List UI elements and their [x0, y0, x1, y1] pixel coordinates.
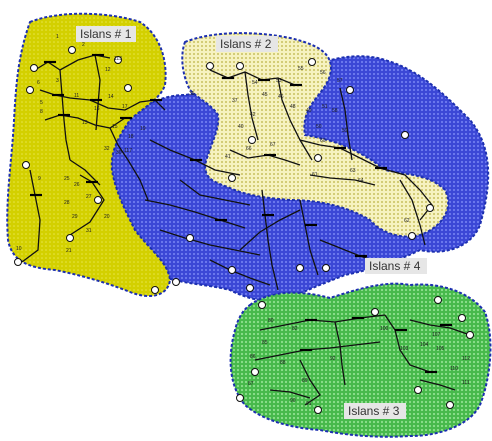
svg-text:Islans # 4: Islans # 4	[369, 259, 421, 273]
bus-label: 28	[64, 200, 70, 206]
bus-label: 2	[82, 42, 85, 48]
bus-label: 30	[116, 150, 122, 156]
bus-label: 50	[316, 124, 322, 130]
svg-text:Islans # 3: Islans # 3	[348, 404, 400, 418]
bus-label: 57	[337, 78, 343, 84]
bus-label: 80	[268, 318, 274, 324]
bus-label: 91	[306, 401, 312, 407]
bus-label: 35	[189, 91, 195, 97]
bus-label: 113	[114, 56, 122, 62]
bus-label: 26	[74, 182, 80, 188]
svg-text:Islans # 2: Islans # 2	[220, 37, 272, 51]
bus-label: 89	[302, 378, 308, 384]
bus-label: 41	[225, 154, 231, 160]
bus-label: 92	[330, 356, 336, 362]
bus-label: 62	[404, 218, 410, 224]
bus-labels: 1 2 3 5 6 8 9 10 11 12 13 14 15 16 17 18…	[16, 34, 470, 407]
bus-label: 86	[250, 354, 256, 360]
bus-label: 20	[104, 214, 110, 220]
bus-label: 59	[342, 128, 348, 134]
bus-label: 45	[262, 92, 268, 98]
bus-label: 117	[124, 148, 132, 154]
bus-label: 55	[298, 66, 304, 72]
bus-label: 107	[432, 332, 441, 338]
bus-label: 32	[104, 146, 110, 152]
bus-label: 56	[320, 70, 326, 76]
bus-label: 6	[37, 80, 40, 86]
bus-label: 53	[276, 78, 282, 84]
bus-label: 48	[290, 104, 296, 110]
bus-label: 61	[312, 172, 318, 178]
bus-label: 3	[56, 78, 59, 84]
bus-label: 9	[38, 176, 41, 182]
bus-label: 46	[278, 94, 284, 100]
bus-label: 51	[322, 104, 328, 110]
bus-label: 104	[420, 342, 429, 348]
island-2-label: Islans # 2	[216, 36, 278, 52]
island-4-label: Islans # 4	[365, 258, 427, 274]
bus-label: 82	[292, 326, 298, 332]
buses	[30, 53, 452, 374]
bus-label: 18	[128, 134, 134, 140]
bus-label: 100	[380, 326, 389, 332]
bus-label: 37	[232, 98, 238, 104]
bus-label: 21	[66, 248, 72, 254]
bus-label: 54	[252, 80, 258, 86]
island-3-region	[229, 282, 492, 438]
bus-label: 87	[248, 381, 254, 387]
bus-label: 40	[238, 124, 244, 130]
bus-label: 31	[86, 228, 92, 234]
bus-label: 111	[462, 380, 470, 386]
bus-label: 12	[105, 67, 111, 73]
svg-text:Islans # 1: Islans # 1	[80, 27, 132, 41]
bus-label: 17	[122, 104, 128, 110]
bus-label: 49	[306, 108, 312, 114]
bus-label: 13	[82, 120, 88, 126]
bus-label: 58	[332, 108, 338, 114]
bus-label: 25	[64, 176, 70, 182]
bus-label: 105	[436, 346, 445, 352]
bus-label: 88	[280, 360, 286, 366]
bus-label: 5	[40, 100, 43, 106]
bus-label: 27	[86, 194, 92, 200]
bus-label: 10	[16, 246, 22, 252]
bus-label: 67	[270, 142, 276, 148]
island-2-region	[181, 32, 450, 238]
bus-label: 103	[400, 346, 409, 352]
bus-label: 14	[108, 94, 114, 100]
bus-label: 1	[56, 34, 59, 40]
island-1-label: Islans # 1	[76, 26, 136, 42]
bus-label: 15	[112, 124, 118, 130]
bus-label: 8	[40, 109, 43, 115]
bus-label: 64	[358, 178, 364, 184]
bus-label: 19	[140, 126, 146, 132]
bus-label: 112	[462, 356, 470, 362]
bus-label: 60	[320, 138, 326, 144]
generators	[14, 46, 474, 414]
bus-label: 29	[72, 214, 78, 220]
bus-label: 85	[262, 340, 268, 346]
bus-label: 90	[290, 398, 296, 404]
bus-label: 16	[94, 106, 100, 112]
bus-label: 110	[450, 366, 458, 372]
island-3-label: Islans # 3	[344, 403, 406, 419]
bus-label: 66	[246, 146, 252, 152]
bus-label: 11	[74, 93, 79, 99]
bus-label: 42	[250, 112, 256, 118]
bus-label: 63	[350, 168, 356, 174]
